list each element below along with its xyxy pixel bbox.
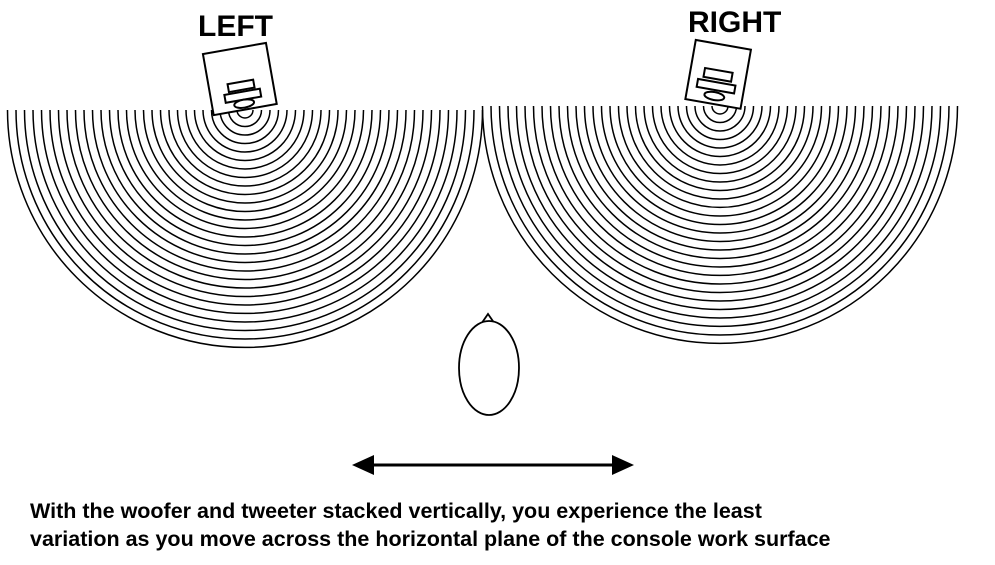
right-speaker-icon	[685, 40, 751, 109]
caption: With the woofer and tweeter stacked vert…	[30, 497, 831, 553]
left-wavefront	[50, 110, 440, 305]
left-wavefront	[118, 110, 372, 237]
left-wavefront	[169, 110, 321, 186]
right-wavefront	[678, 106, 762, 148]
right-wavefront	[508, 106, 932, 318]
right-sound-waves	[483, 106, 958, 343]
left-wavefront	[220, 110, 270, 135]
left-speaker-icon	[203, 43, 277, 115]
caption-line-1: With the woofer and tweeter stacked vert…	[30, 497, 831, 525]
right-wavefront	[525, 106, 915, 301]
caption-line-2: variation as you move across the horizon…	[30, 525, 831, 553]
right-wavefront	[712, 106, 728, 114]
right-wavefront	[576, 106, 864, 250]
left-wavefront	[203, 110, 287, 152]
right-wavefront	[593, 106, 847, 233]
listener-head-icon	[459, 314, 519, 415]
right-wavefront	[627, 106, 813, 199]
right-wavefront	[644, 106, 796, 182]
left-wavefront	[101, 110, 389, 254]
right-wavefront	[695, 106, 745, 131]
left-speaker-label: LEFT	[198, 10, 273, 44]
right-speaker-label: RIGHT	[688, 6, 781, 40]
left-sound-waves	[8, 110, 483, 347]
left-wavefront	[152, 110, 338, 203]
left-wavefront	[33, 110, 457, 322]
double-arrow-icon	[352, 455, 634, 475]
